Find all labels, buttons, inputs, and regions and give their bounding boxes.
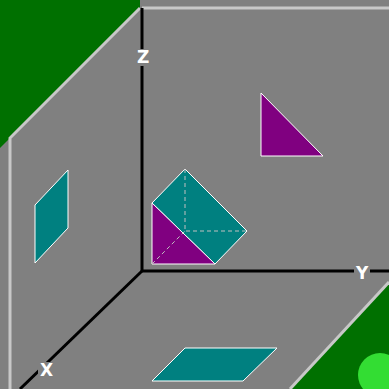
axis-label: Y: [354, 265, 370, 282]
solid-top-face: [152, 169, 247, 264]
floor-edge: [290, 282, 389, 389]
hidden-edge: [152, 231, 185, 264]
green-circle: [358, 353, 389, 389]
x-axis: [20, 271, 142, 389]
axis-label: X: [38, 362, 55, 379]
side-projection: [35, 170, 68, 263]
axis-label: Z: [135, 49, 151, 66]
wall-edge: [142, 7, 389, 10]
hidden-edge: [185, 169, 247, 231]
wall-edge: [10, 8, 140, 389]
front-projection: [261, 93, 323, 156]
z-axis: [141, 8, 144, 271]
top-projection: [152, 348, 277, 381]
y-axis: [141, 270, 389, 273]
solid-front-face: [152, 203, 215, 264]
